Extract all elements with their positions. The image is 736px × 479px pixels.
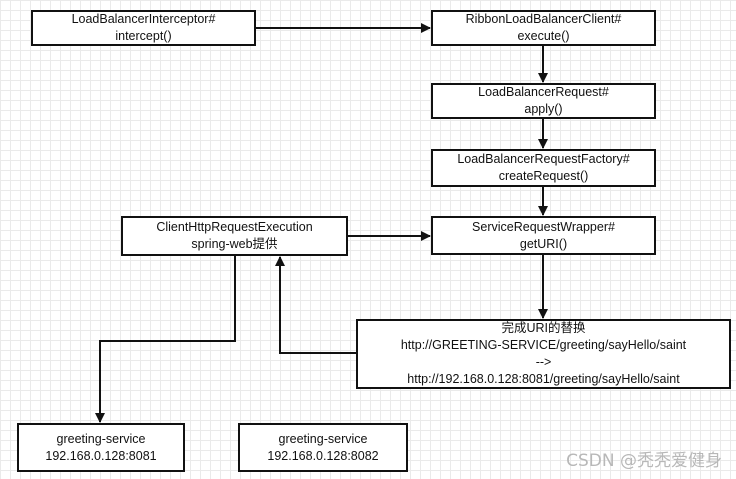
node-label-line: LoadBalancerInterceptor# — [71, 12, 216, 26]
node-ribbon-load-balancer-client: RibbonLoadBalancerClient# execute() — [431, 10, 656, 46]
node-label-line: greeting-service — [56, 431, 146, 446]
node-label-line: spring-web提供 — [191, 237, 278, 251]
edge-http-execution-to-service-8081 — [95, 256, 236, 423]
node-greeting-service-8082: greeting-service 192.168.0.128:8082 — [238, 423, 408, 472]
node-label-line: ClientHttpRequestExecution — [156, 220, 313, 234]
node-label-line: 192.168.0.128:8082 — [267, 448, 379, 463]
node-label-line: LoadBalancerRequest# — [478, 85, 609, 99]
node-load-balancer-request-factory: LoadBalancerRequestFactory# createReques… — [431, 149, 656, 187]
node-label-line: intercept() — [115, 29, 172, 43]
node-label-line: greeting-service — [278, 431, 368, 446]
node-label-line: 192.168.0.128:8081 — [45, 448, 157, 463]
edge-uri-replace-to-http-execution — [275, 256, 356, 354]
node-label-line: createRequest() — [498, 169, 589, 183]
node-client-http-request-execution: ClientHttpRequestExecution spring-web提供 — [121, 216, 348, 256]
node-greeting-service-8081: greeting-service 192.168.0.128:8081 — [17, 423, 185, 472]
node-label-line: 完成URI的替换 — [501, 321, 586, 335]
node-load-balancer-request: LoadBalancerRequest# apply() — [431, 83, 656, 119]
node-label-line: --> — [535, 355, 552, 369]
node-label-line: apply() — [524, 102, 563, 116]
node-label-line: RibbonLoadBalancerClient# — [465, 12, 622, 26]
node-uri-replacement: 完成URI的替换 http://GREETING-SERVICE/greetin… — [356, 319, 731, 389]
node-load-balancer-interceptor: LoadBalancerInterceptor# intercept() — [31, 10, 256, 46]
node-label-line: http://GREETING-SERVICE/greeting/sayHell… — [400, 338, 687, 352]
node-service-request-wrapper: ServiceRequestWrapper# getURI() — [431, 216, 656, 255]
csdn-watermark: CSDN @秃秃爱健身 — [566, 451, 722, 471]
node-label-line: LoadBalancerRequestFactory# — [457, 152, 630, 166]
node-label-line: ServiceRequestWrapper# — [472, 219, 615, 234]
node-label-line: execute() — [517, 29, 570, 43]
node-label-line: http://192.168.0.128:8081/greeting/sayHe… — [407, 372, 680, 386]
node-label-line: getURI() — [519, 236, 568, 251]
